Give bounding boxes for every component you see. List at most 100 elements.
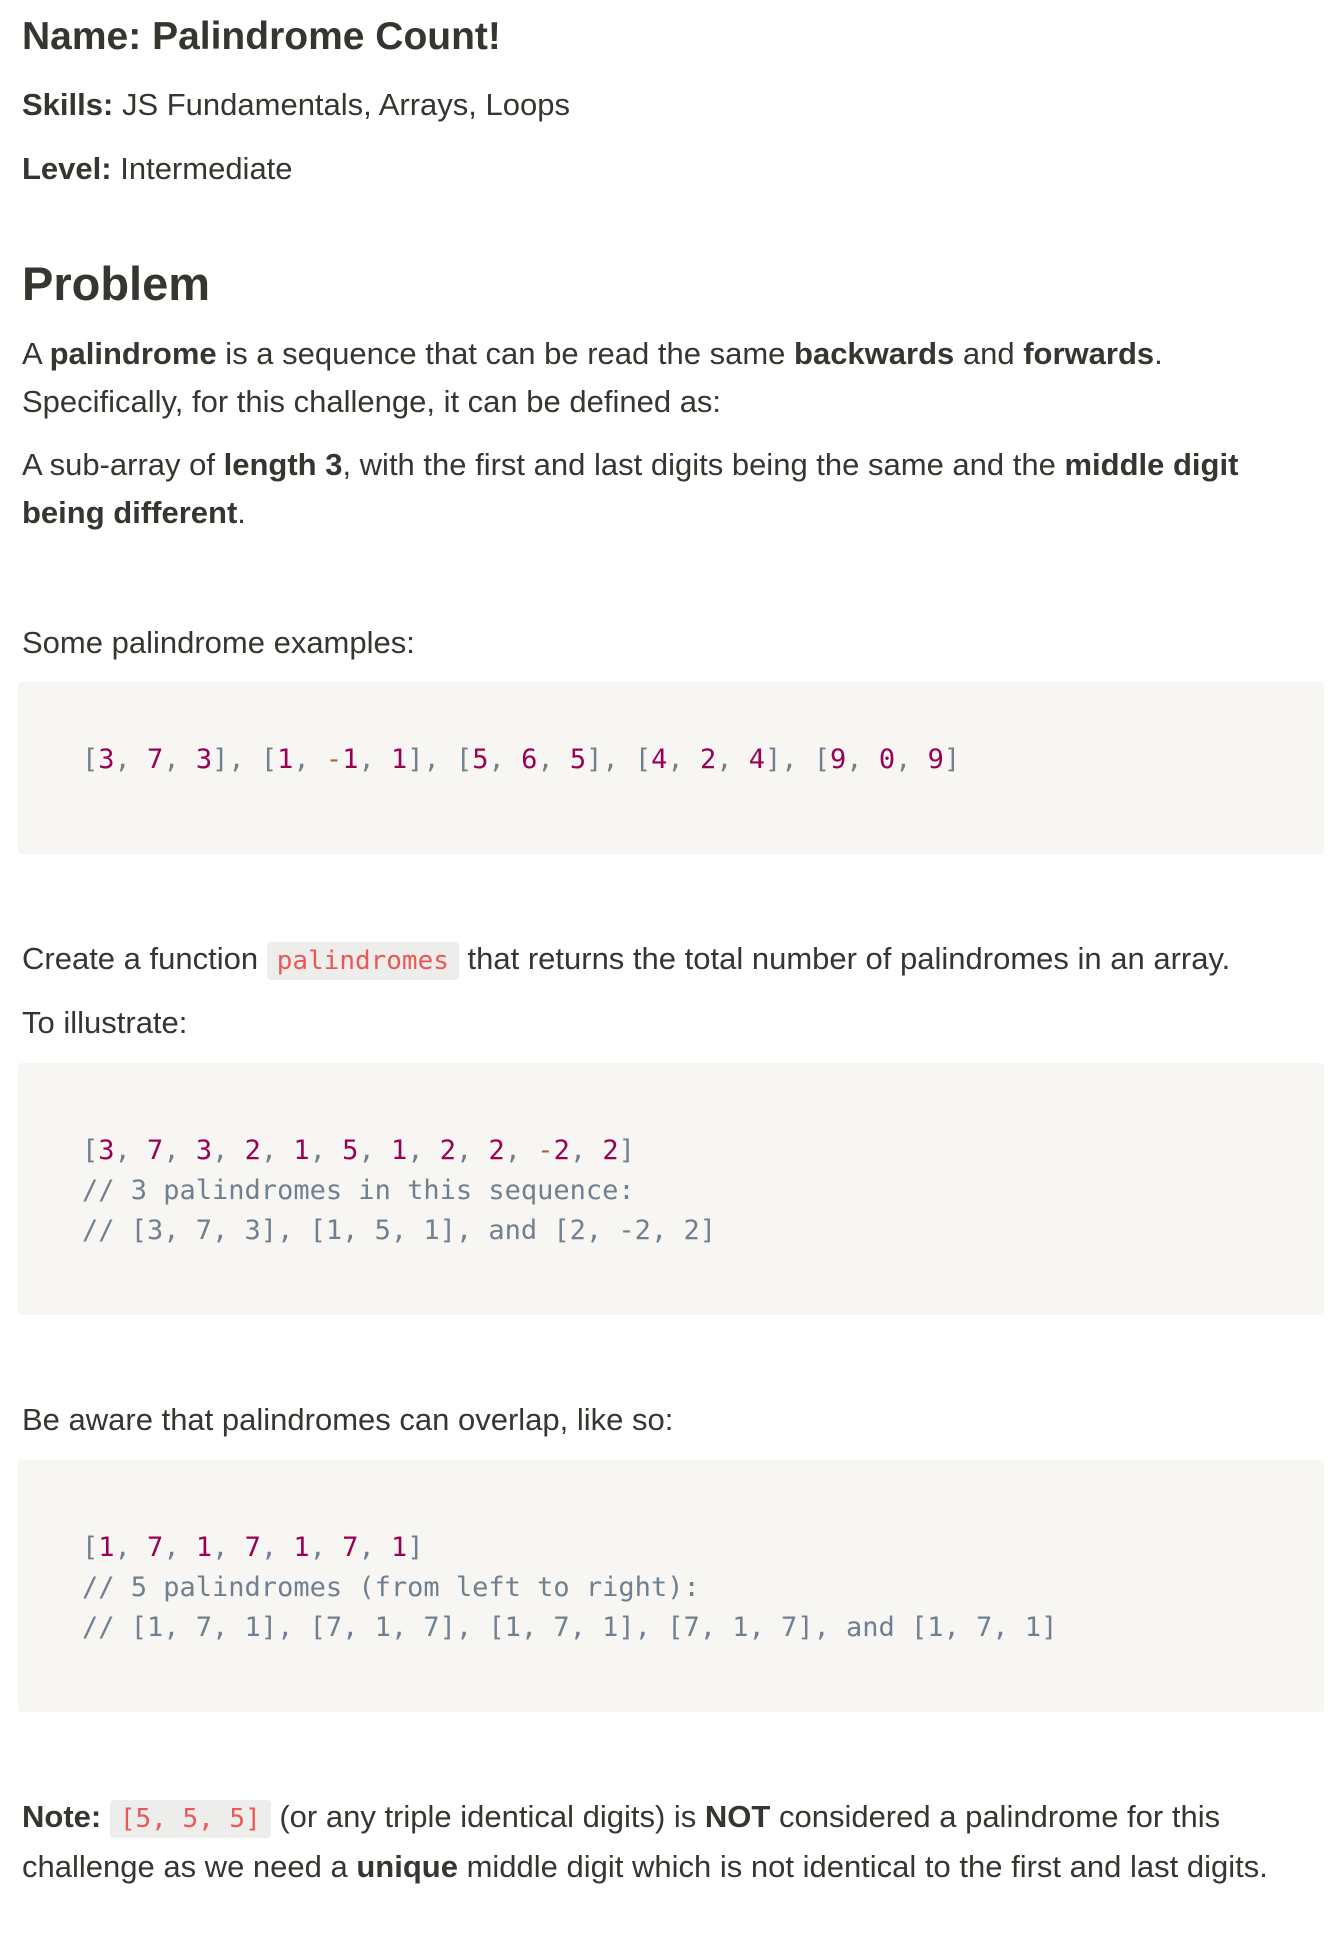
text-run: and (954, 336, 1024, 371)
code-number: 5 (569, 744, 587, 775)
code-punct: , (895, 744, 928, 775)
note-code: [5, 5, 5] (109, 1800, 271, 1838)
text-run: middle digit which is not identical to t… (457, 1849, 1268, 1884)
code-punct: ] (943, 744, 961, 775)
text-run: , with the first and last digits being t… (342, 447, 1065, 482)
name-value: Palindrome Count! (152, 15, 501, 58)
code-comment: // [3, 7, 3], [1, 5, 1], and [2, -2, 2] (82, 1215, 716, 1246)
code-number: 2 (488, 1135, 505, 1166)
code-punct: , (407, 1135, 440, 1166)
code-punct: , (358, 744, 391, 775)
note-label: Note: (22, 1799, 102, 1834)
code-punct: ] (618, 1135, 635, 1166)
code-punct: [ (456, 744, 473, 775)
bold-palindrome: palindrome (49, 336, 217, 371)
examples-code: [3, 7, 3], [1, -1, 1], [5, 6, 5], [4, 2,… (82, 740, 960, 780)
code-number: 4 (651, 744, 668, 775)
code-number: 3 (195, 1135, 213, 1166)
code-punct: ] (407, 1532, 424, 1563)
illustrate-code: [3, 7, 3, 2, 1, 5, 1, 2, 2, -2, 2] // 3 … (82, 1131, 716, 1251)
code-punct: , (293, 744, 326, 775)
text-run: . Specifically, for this challenge, it c… (22, 336, 1163, 419)
code-punct: , (537, 744, 570, 775)
code-punct: [ (82, 1532, 99, 1563)
function-paragraph: Create a function palindromes that retur… (22, 935, 1318, 985)
code-punct: , (716, 744, 749, 775)
overlap-code: [1, 7, 1, 7, 1, 7, 1] // 5 palindromes (… (82, 1528, 1057, 1648)
code-punct: , (114, 1135, 148, 1166)
code-punct: [ (634, 744, 652, 775)
note-paragraph: Note: [5, 5, 5] (or any triple identical… (22, 1793, 1318, 1891)
code-number: 1 (390, 744, 408, 775)
code-number: 4 (748, 744, 765, 775)
skills-value: JS Fundamentals, Arrays, Loops (113, 87, 570, 122)
code-number: 2 (699, 744, 717, 775)
code-punct: , (114, 1532, 148, 1563)
code-punct: ], (407, 744, 457, 775)
code-number: 1 (277, 744, 294, 775)
code-punct: , (163, 1532, 196, 1563)
code-punct: , (504, 1135, 538, 1166)
code-operator: - (325, 744, 343, 775)
code-number: 0 (878, 744, 896, 775)
code-number: 1 (293, 1532, 310, 1563)
problem-heading: Problem (22, 257, 211, 310)
illustrate-intro: To illustrate: (22, 1005, 188, 1040)
bold-length-3: length 3 (223, 447, 343, 482)
skills-label: Skills: (22, 87, 114, 122)
code-punct: [ (260, 744, 278, 775)
sub-array-paragraph: A sub-array of length 3, with the first … (22, 441, 1318, 537)
code-number: 7 (147, 1135, 164, 1166)
code-number: 7 (147, 744, 164, 775)
examples-intro: Some palindrome examples: (22, 625, 415, 660)
bold-not: NOT (704, 1799, 771, 1834)
overlap-code-block: [1, 7, 1, 7, 1, 7, 1] // 5 palindromes (… (18, 1460, 1324, 1712)
bold-unique: unique (356, 1849, 458, 1884)
code-number: 5 (472, 744, 489, 775)
code-punct: , (488, 744, 522, 775)
code-punct: , (163, 744, 196, 775)
code-number: 6 (521, 744, 538, 775)
code-number: 2 (602, 1135, 619, 1166)
code-punct: ], (212, 744, 261, 775)
code-punct: , (358, 1135, 391, 1166)
code-number: 9 (830, 744, 847, 775)
code-punct: , (114, 744, 148, 775)
code-punct: [ (82, 744, 99, 775)
code-number: 2 (439, 1135, 456, 1166)
text-run: considered a palindrome for this challen… (22, 1799, 1221, 1884)
code-number: 2 (244, 1135, 261, 1166)
code-number: 3 (195, 744, 213, 775)
definition-paragraph: A palindrome is a sequence that can be r… (22, 330, 1318, 426)
code-punct: , (358, 1532, 391, 1563)
code-number: 9 (927, 744, 944, 775)
code-punct: ], (764, 744, 814, 775)
text-run: that returns the total number of palindr… (458, 941, 1231, 976)
text-run: . (237, 495, 246, 530)
bold-forwards: forwards (1023, 336, 1155, 371)
bold-backwards: backwards (794, 336, 955, 371)
name-label: Name: (22, 15, 142, 58)
code-number: 2 (553, 1135, 570, 1166)
code-punct: , (260, 1135, 294, 1166)
code-comment: // 5 palindromes (from left to right): (82, 1572, 700, 1603)
code-number: 3 (98, 744, 115, 775)
illustrate-code-block: [3, 7, 3, 2, 1, 5, 1, 2, 2, -2, 2] // 3 … (18, 1063, 1324, 1315)
code-punct: , (667, 744, 700, 775)
code-number: 1 (195, 1532, 213, 1563)
code-number: 1 (293, 1135, 310, 1166)
code-punct: [ (82, 1135, 99, 1166)
code-number: 7 (147, 1532, 164, 1563)
code-punct: ], (586, 744, 635, 775)
examples-code-block: [3, 7, 3], [1, -1, 1], [5, 6, 5], [4, 2,… (18, 682, 1324, 854)
code-operator: - (537, 1135, 554, 1166)
overlap-intro: Be aware that palindromes can overlap, l… (22, 1402, 674, 1437)
level-line: Level: Intermediate (22, 145, 1318, 193)
name-line: Name: Palindrome Count! (22, 12, 1318, 62)
bold-middle-digit: middle digit being different (22, 447, 1239, 530)
code-comment: // 3 palindromes in this sequence: (82, 1175, 635, 1206)
text-run: A sub-array of (22, 447, 224, 482)
text-run: is a sequence that can be read the same (216, 336, 795, 371)
level-value: Intermediate (111, 151, 293, 186)
